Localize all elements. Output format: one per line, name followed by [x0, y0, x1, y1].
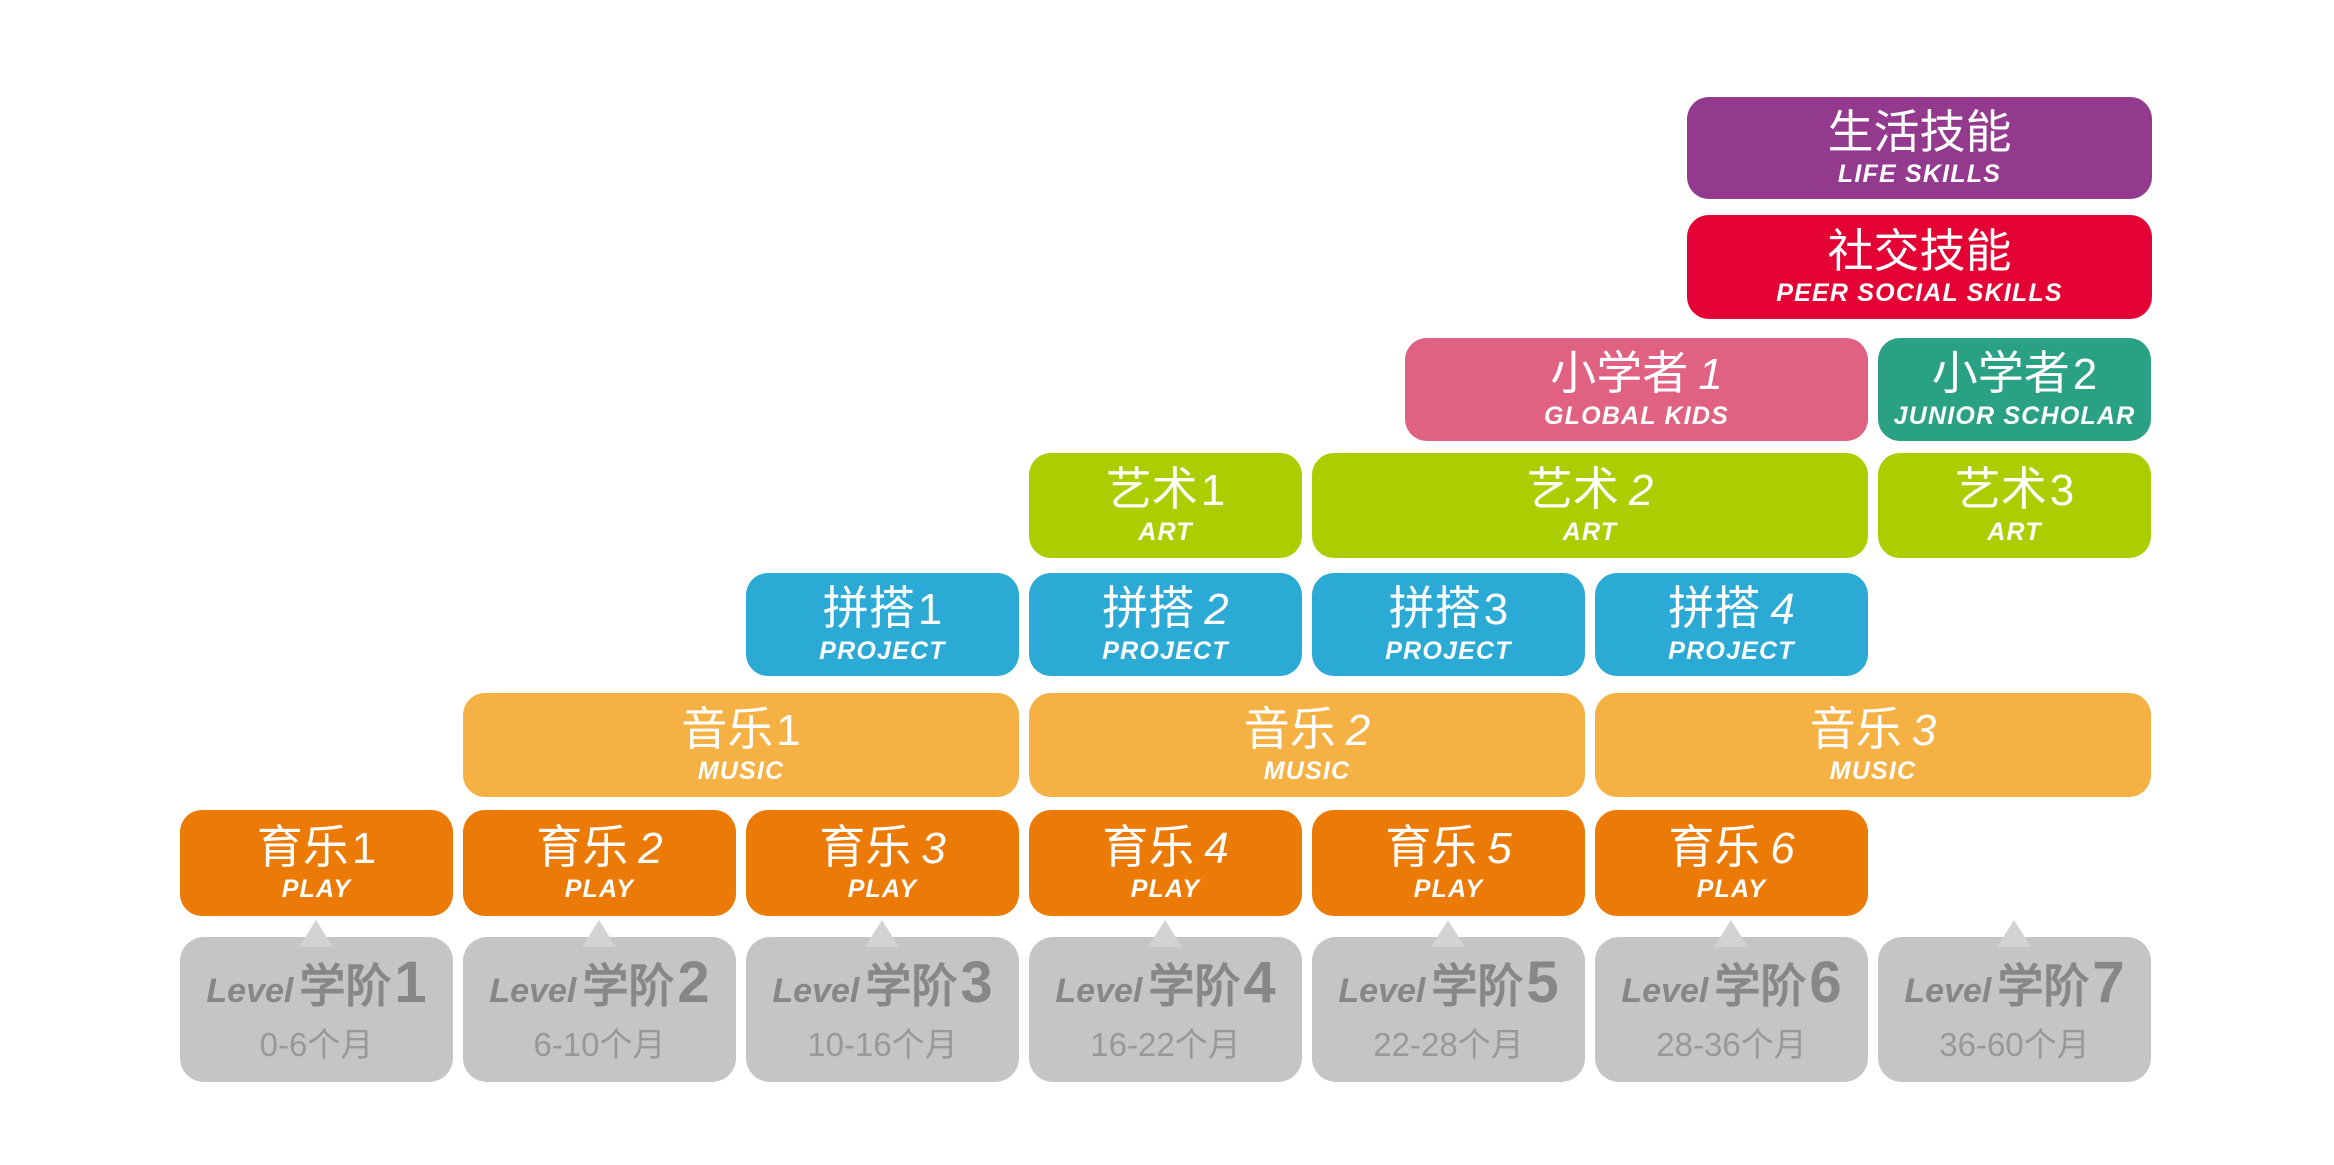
level-age-range: 0-6个月	[259, 1025, 374, 1063]
level-age-range: 36-60个月	[1939, 1025, 2090, 1063]
level-pointer-icon	[865, 920, 899, 947]
level-age-range: 28-36个月	[1656, 1025, 1807, 1063]
course-subtitle: PLAY	[564, 875, 635, 904]
level-pointer-icon	[1148, 920, 1182, 947]
course-subtitle: MUSIC	[1829, 757, 1917, 786]
course-subtitle: PLAY	[1130, 875, 1201, 904]
course-subtitle: JUNIOR SCHOLAR	[1893, 401, 2136, 430]
course-box-life-skills: 生活技能 LIFE SKILLS	[1687, 97, 2152, 199]
course-subtitle: PROJECT	[819, 636, 946, 665]
course-subtitle: PEER SOCIAL SKILLS	[1776, 279, 2063, 308]
course-subtitle: PROJECT	[1668, 636, 1795, 665]
level-pointer-icon	[1997, 920, 2031, 947]
course-subtitle: PROJECT	[1102, 636, 1229, 665]
course-subtitle: LIFE SKILLS	[1837, 160, 2002, 189]
level-age-range: 10-16个月	[807, 1025, 958, 1063]
course-title: 社交技能	[1827, 224, 2012, 277]
course-subtitle: ART	[1562, 517, 1618, 546]
course-subtitle: ART	[1987, 517, 2042, 546]
level-age-range: 22-28个月	[1373, 1025, 1524, 1063]
course-subtitle: PROJECT	[1385, 636, 1512, 665]
course-subtitle: GLOBAL KIDS	[1544, 401, 1729, 430]
course-subtitle: PLAY	[1413, 875, 1484, 904]
course-subtitle: PLAY	[281, 875, 352, 904]
level-pointer-icon	[582, 920, 616, 947]
course-subtitle: PLAY	[1696, 875, 1767, 904]
course-subtitle: ART	[1138, 517, 1193, 546]
level-pointer-icon	[1714, 920, 1748, 947]
course-title: 生活技能	[1827, 105, 2012, 158]
course-subtitle: MUSIC	[697, 757, 785, 786]
course-subtitle: PLAY	[847, 875, 918, 904]
level-pointer-icon	[299, 920, 333, 947]
course-subtitle: MUSIC	[1263, 757, 1351, 786]
level-age-range: 16-22个月	[1090, 1025, 1241, 1063]
course-box-peer-social-skills: 社交技能 PEER SOCIAL SKILLS	[1687, 215, 2152, 319]
level-age-range: 6-10个月	[533, 1025, 666, 1063]
level-pointer-icon	[1431, 920, 1465, 947]
